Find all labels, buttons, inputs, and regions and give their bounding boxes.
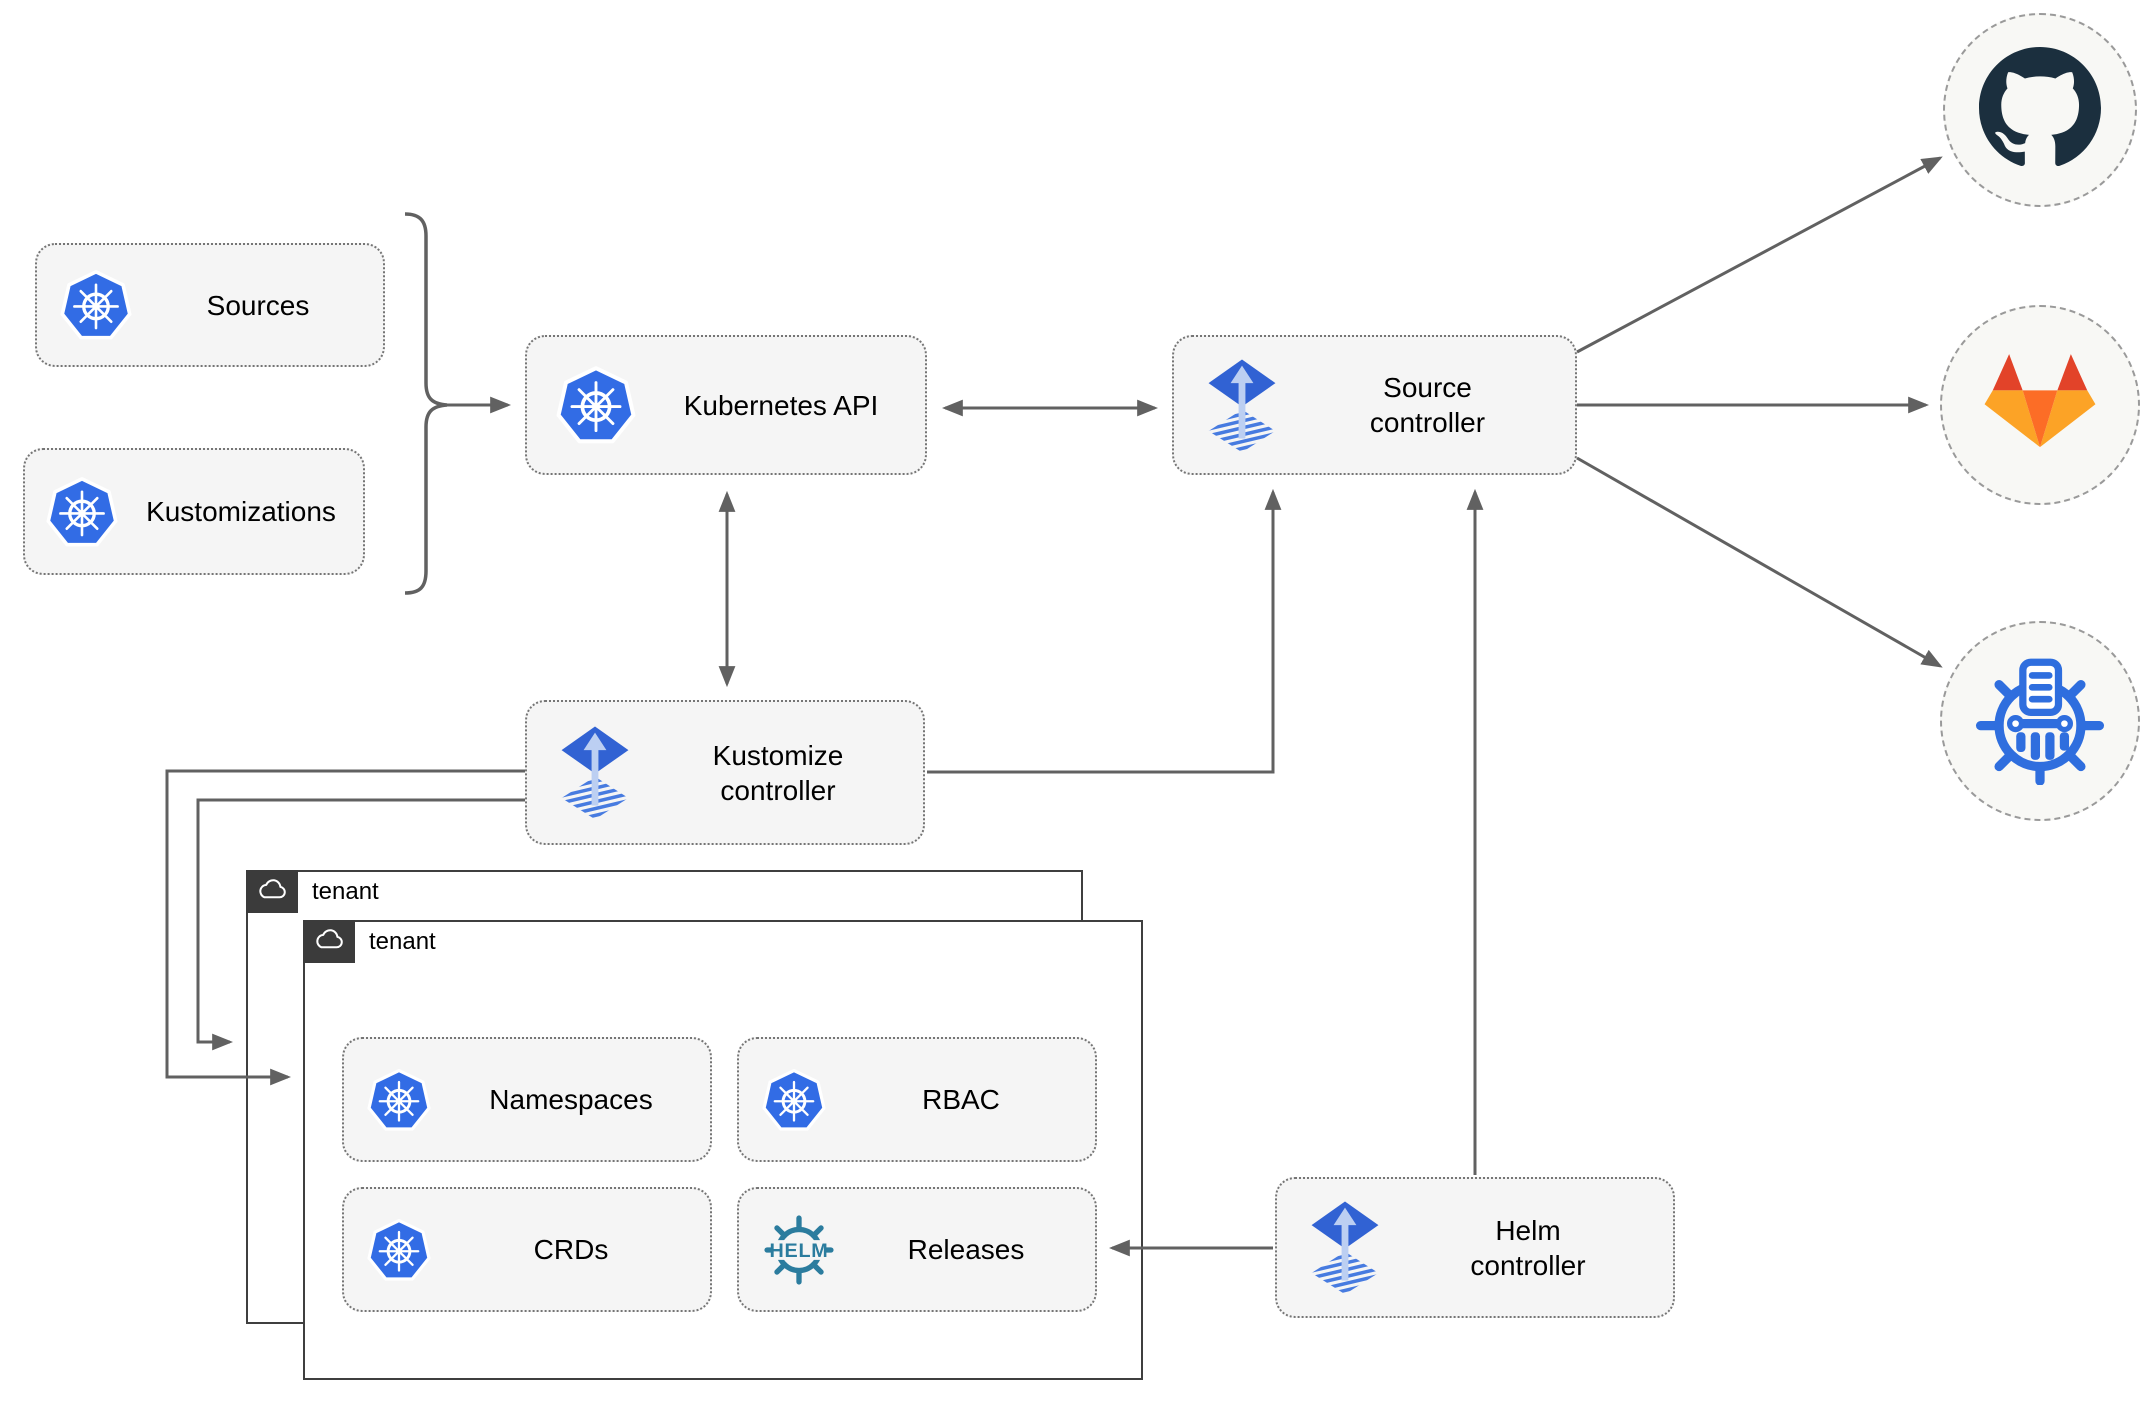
kubernetes-icon	[45, 476, 119, 548]
tenant-inner-tab	[302, 919, 355, 963]
kustomizations-label: Kustomizations	[146, 496, 336, 527]
tenant-outer-label: tenant	[312, 878, 379, 905]
github-remote-circle	[1943, 13, 2137, 207]
kubernetes-icon	[555, 365, 637, 445]
kubernetes-manifests-icon	[1974, 653, 2106, 790]
kubernetes-icon	[366, 1068, 432, 1132]
gitlab-icon	[1977, 349, 2103, 462]
sources-label: Sources	[206, 289, 310, 321]
kubernetes-api-box: Kubernetes API	[525, 335, 927, 475]
helm-controller-label: Helm controller	[1470, 1214, 1586, 1281]
sources-box: Sources	[35, 243, 385, 367]
kubernetes-icon	[366, 1218, 432, 1282]
cloud-icon	[313, 928, 345, 955]
rbac-box: RBAC	[737, 1037, 1097, 1162]
crds-label: CRDs	[533, 1234, 609, 1265]
source-controller-label: Source controller	[1369, 372, 1486, 438]
tenant-inner-label: tenant	[369, 928, 436, 955]
arrow-kustomize-to-source	[927, 488, 1282, 774]
arrow-source-to-manifests	[1576, 456, 1943, 668]
namespaces-label: Namespaces	[489, 1084, 653, 1115]
kubernetes-api-label: Kubernetes API	[683, 389, 879, 421]
kubernetes-manifests-remote-circle	[1940, 621, 2140, 821]
releases-label: Releases	[907, 1234, 1025, 1265]
tenant-outer-tab	[245, 869, 298, 913]
kustomize-controller-label: Kustomize controller	[712, 739, 844, 806]
crds-box: CRDs	[342, 1187, 712, 1312]
releases-box: HELM Releases	[737, 1187, 1097, 1312]
brace-sources-group	[404, 212, 448, 595]
helm-icon: HELM	[761, 1212, 837, 1288]
kustomize-controller-box: Kustomize controller	[525, 700, 925, 845]
flux-icon	[557, 725, 633, 820]
tenant-inner-box: tenant Namespaces RBAC CRDs	[302, 919, 1143, 1380]
kustomizations-box: Kustomizations	[23, 448, 365, 575]
flux-icon	[1307, 1200, 1383, 1295]
rbac-label: RBAC	[922, 1084, 1000, 1115]
source-controller-box: Source controller	[1172, 335, 1577, 475]
flux-icon	[1204, 358, 1280, 453]
helm-controller-box: Helm controller	[1275, 1177, 1675, 1318]
arrow-source-to-github	[1576, 156, 1943, 354]
cloud-icon	[256, 878, 288, 905]
kubernetes-icon	[761, 1068, 827, 1132]
gitlab-remote-circle	[1940, 305, 2140, 505]
helm-wordmark: HELM	[770, 1239, 829, 1261]
namespaces-box: Namespaces	[342, 1037, 712, 1162]
kubernetes-icon	[59, 269, 133, 341]
github-icon	[1979, 47, 2101, 174]
